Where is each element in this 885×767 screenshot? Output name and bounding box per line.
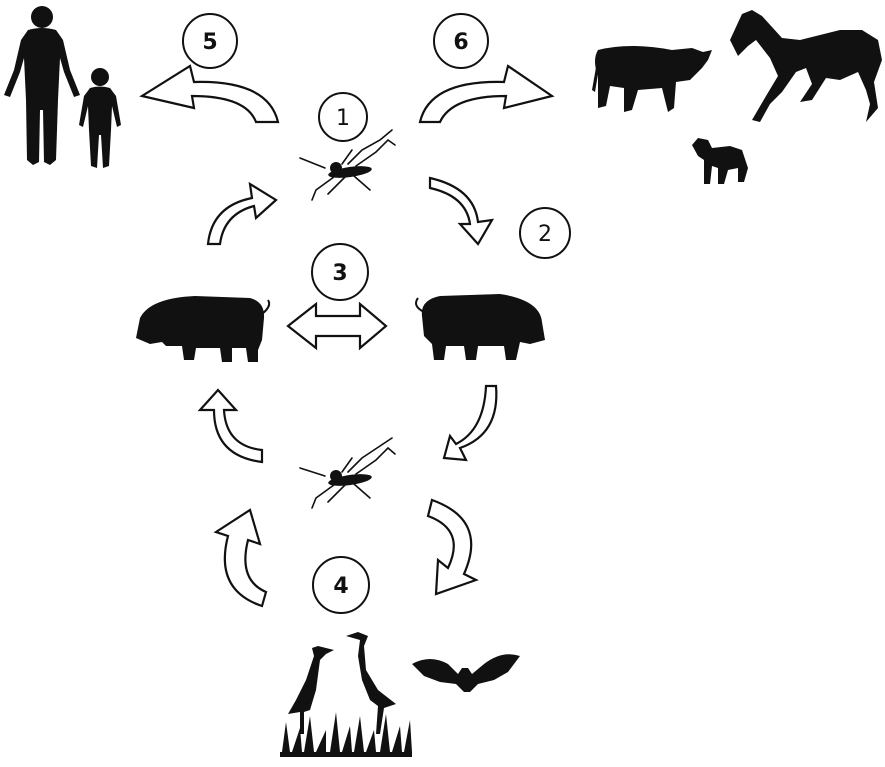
heron-icon [346,632,396,734]
arrow-birds-to-mosquito [216,510,266,606]
step-marker-2: 2 [520,208,570,258]
step-marker-4: 4 [313,557,369,613]
step-number: 5 [202,30,217,55]
arrow-pig-to-pig [288,304,386,348]
dog-icon [692,138,748,184]
step-number: 6 [453,30,468,55]
heron-icon [288,646,334,734]
arrow-mosquito-to-left-pig [200,390,262,462]
arrow-to-humans [142,66,278,122]
human-adult-icon [4,6,80,165]
arrow-mosquito-to-birds [428,500,476,594]
mosquito-icon [300,438,395,508]
step-marker-6: 6 [434,14,488,68]
arrow-right-pig-to-mosquito [444,386,496,460]
step-marker-3: 3 [312,244,368,300]
human-child-icon [79,68,121,168]
bat-icon [412,654,520,692]
step-marker-1: 1 [319,93,367,141]
arrow-pig-to-mosquito [208,184,276,244]
grass-icon [280,712,412,757]
cow-icon [592,46,712,112]
step-marker-5: 5 [183,14,237,68]
step-number: 4 [333,574,348,599]
step-number: 1 [336,106,350,131]
arrow-to-livestock [420,66,552,122]
step-number: 3 [332,261,347,286]
horse-icon [730,10,882,122]
step-number: 2 [538,222,552,247]
pig-icon [136,296,269,362]
pig-icon [416,294,545,360]
arrow-mosquito-to-pig [430,178,492,244]
